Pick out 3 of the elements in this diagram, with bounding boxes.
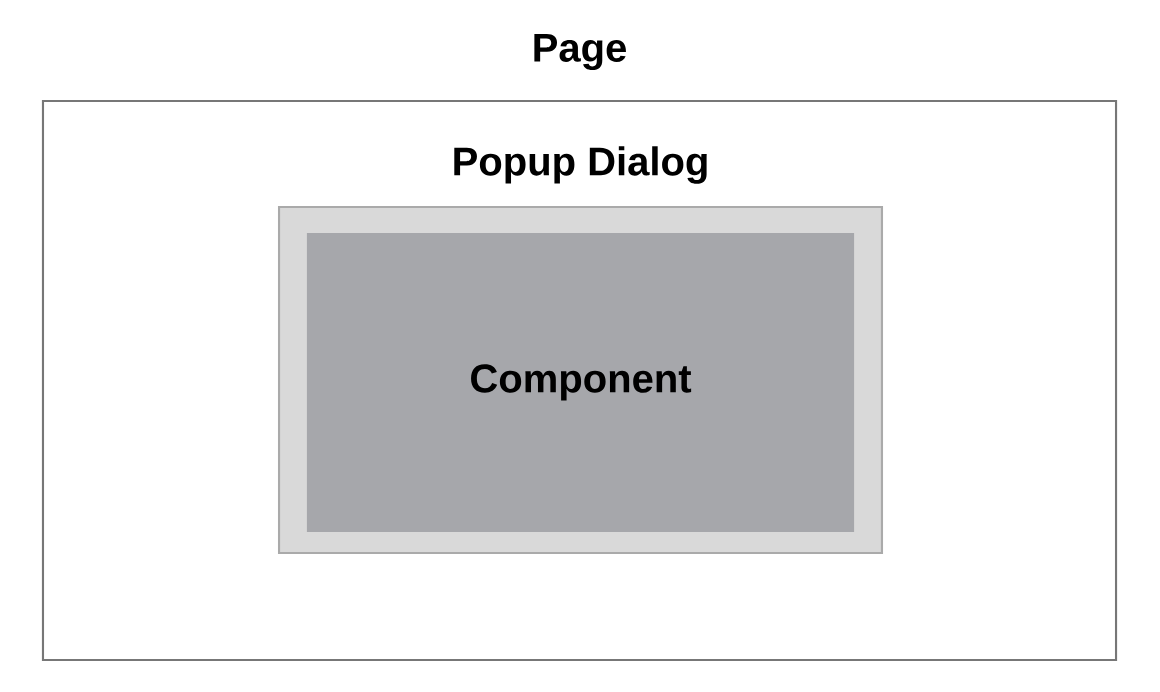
heading: Popup Dialog bbox=[454, 146, 707, 184]
heading: Page bbox=[534, 34, 626, 70]
component-box: Component bbox=[306, 232, 855, 533]
